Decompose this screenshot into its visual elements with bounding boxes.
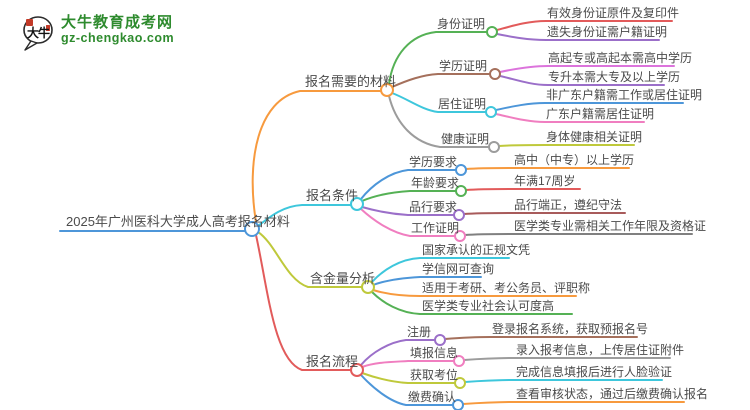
leaf-label-res-nonlocal: 非广东户籍需工作或居住证明: [546, 88, 703, 102]
branch-label-materials: 报名需要的材料: [305, 74, 397, 89]
node-label-work-proof: 工作证明: [411, 221, 460, 235]
logo-domain: gz-chengkao.com: [61, 31, 175, 45]
node-label-age-req: 年龄要求: [411, 176, 460, 190]
branch-line-process: [255, 234, 352, 371]
register-node-circle: [434, 334, 446, 346]
leaf-label-age-req: 年满17周岁: [514, 174, 576, 188]
education-node-circle: [489, 68, 501, 80]
leaf-line-get-seat: [464, 379, 663, 383]
leaf-line-res-nonlocal: [495, 102, 684, 111]
leaf-line-fill-info: [463, 357, 671, 361]
branch-label-process: 报名流程: [306, 354, 359, 369]
red-seal-small-icon: [46, 25, 50, 31]
pay-confirm-node-circle: [452, 399, 464, 410]
node-label-register: 注册: [407, 325, 432, 339]
node-line-register: [360, 339, 436, 366]
leaf-line-state-diploma: [371, 257, 510, 283]
leaf-label-recognition: 医学类专业社会认可度高: [422, 299, 555, 313]
leaf-label-chsi: 学信网可查询: [422, 262, 495, 276]
leaf-line-uses: [372, 289, 577, 297]
leaf-line-recognition: [371, 291, 573, 315]
leaf-line-id-original: [496, 20, 673, 31]
conduct-req-node-circle: [453, 209, 465, 221]
root-node-label: 2025年广州医科大学成人高考报名材料: [66, 214, 290, 229]
leaf-label-work-proof: 医学类专业需相关工作年限及资格证: [514, 219, 707, 233]
leaf-label-id-lost: 遗失身份证需户籍证明: [547, 25, 668, 39]
materials-node-circle: [380, 83, 394, 97]
node-line-conduct-req: [361, 206, 454, 216]
work-proof-node-circle: [454, 230, 466, 242]
leaf-line-edu-highschool: [499, 65, 675, 73]
node-label-pay-confirm: 缴费确认: [408, 390, 457, 404]
branch-line-materials: [251, 90, 382, 223]
logo-title: 大牛教育成考网: [61, 14, 174, 31]
root-node-circle: [244, 221, 260, 237]
leaf-label-state-diploma: 国家承认的正规文凭: [422, 243, 531, 257]
red-seal-icon: [26, 19, 33, 26]
branch-label-value: 含金量分析: [310, 271, 376, 286]
leaf-label-edu-college: 专升本需大专及以上学历: [548, 70, 681, 84]
node-line-identity: [388, 31, 488, 85]
process-node-circle: [350, 363, 364, 377]
leaf-label-res-local: 广东户籍需居住证明: [546, 107, 655, 121]
node-label-edu-req: 学历要求: [409, 155, 458, 169]
leaf-line-register: [444, 336, 638, 340]
leaf-line-edu-college: [499, 75, 665, 86]
node-label-get-seat: 获取考位: [410, 368, 459, 382]
branch-line-conditions: [257, 204, 352, 227]
node-line-work-proof: [360, 208, 455, 237]
leaf-label-health: 身体健康相关证明: [546, 130, 643, 144]
health-node-circle: [488, 141, 500, 153]
leaf-label-edu-req: 高中（中专）以上学历: [514, 153, 635, 167]
node-line-residence: [391, 92, 487, 113]
logo-icon-text: 大牛: [27, 25, 50, 40]
conditions-node-circle: [350, 197, 364, 211]
branch-line-value: [257, 231, 363, 288]
leaf-line-res-local: [495, 113, 645, 123]
node-line-get-seat: [361, 372, 456, 384]
node-line-education: [391, 73, 491, 88]
leaf-line-pay-confirm: [462, 401, 685, 405]
node-line-fill-info: [361, 360, 455, 368]
node-label-conduct-req: 品行要求: [409, 200, 458, 214]
leaf-label-pay-confirm: 查看审核状态，通过后缴费确认报名: [516, 387, 709, 401]
leaf-label-edu-highschool: 高起专或高起本需高中学历: [548, 51, 693, 65]
node-line-edu-req: [360, 169, 457, 200]
edu-req-node-circle: [455, 164, 467, 176]
node-line-age-req: [361, 190, 457, 202]
leaf-label-register: 登录报名系统，获取预报名号: [492, 322, 649, 336]
branch-label-conditions: 报名条件: [306, 188, 359, 203]
daniu-bubble-icon: 大牛: [23, 16, 53, 51]
leaf-line-conduct-req: [463, 212, 626, 215]
get-seat-node-circle: [454, 377, 466, 389]
leaf-line-work-proof: [464, 233, 693, 236]
leaf-line-age-req: [465, 188, 581, 191]
node-label-residence-proof: 居住证明: [438, 97, 487, 111]
node-label-health-proof: 健康证明: [441, 132, 490, 146]
node-label-fill-info: 填报信息: [410, 346, 459, 360]
leaf-label-id-original: 有效身份证原件及复印件: [547, 6, 680, 20]
node-label-education-proof: 学历证明: [439, 59, 488, 73]
leaf-label-fill-info: 录入报考信息，上传居住证附件: [516, 343, 685, 357]
leaf-line-health: [498, 144, 635, 147]
node-line-health: [388, 95, 490, 148]
residence-node-circle: [485, 106, 497, 118]
value-node-circle: [361, 280, 375, 294]
fill-info-node-circle: [453, 355, 465, 367]
leaf-label-conduct-req: 品行端正，遵纪守法: [514, 198, 623, 212]
site-logo: 大牛 大牛教育成考网 gz-chengkao.com: [20, 14, 174, 52]
node-line-pay-confirm: [360, 374, 454, 406]
identity-node-circle: [486, 26, 498, 38]
leaf-line-edu-req: [465, 167, 630, 170]
node-label-identity-proof: 身份证明: [437, 17, 486, 31]
leaf-label-get-seat: 完成信息填报后进行人脸验证: [516, 365, 673, 379]
age-req-node-circle: [455, 185, 467, 197]
leaf-line-chsi: [372, 276, 482, 286]
leaf-line-id-lost: [496, 33, 660, 41]
leaf-label-uses: 适用于考研、考公务员、评职称: [422, 281, 591, 295]
